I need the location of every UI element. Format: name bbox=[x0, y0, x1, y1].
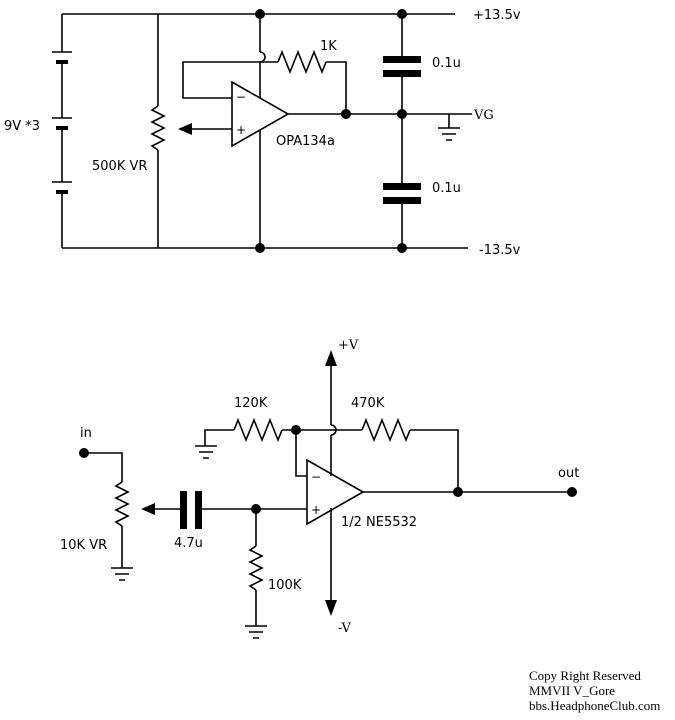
virtual-ground-circuit: − + bbox=[4, 8, 521, 258]
copyright-line-3: bbs.HeadphoneClub.com bbox=[529, 698, 661, 713]
resistor-100k-label: 100K bbox=[268, 578, 302, 593]
positive-supply-arrow-icon bbox=[325, 350, 337, 366]
battery-label: 9V *3 bbox=[4, 119, 40, 134]
opamp-ne5532: − + bbox=[295, 350, 572, 616]
resistor-120k-label: 120K bbox=[234, 396, 268, 411]
opamp-plus-sign: + bbox=[311, 503, 321, 517]
copyright-line-1: Copy Right Reserved bbox=[529, 668, 641, 683]
junction-dot bbox=[453, 487, 463, 497]
capacitor-upper bbox=[383, 14, 421, 114]
resistor-1k-label: 1K bbox=[320, 39, 337, 54]
junction-dot bbox=[397, 243, 407, 253]
positive-supply-label: +V bbox=[338, 338, 359, 353]
junction-dot bbox=[255, 243, 265, 253]
junction-dot bbox=[397, 9, 407, 19]
copyright-block: Copy Right Reserved MMVII V_Gore bbs.Hea… bbox=[529, 668, 660, 713]
battery-stack bbox=[52, 14, 72, 248]
negative-supply-label: -V bbox=[338, 621, 351, 636]
resistor-100k bbox=[245, 509, 267, 639]
negative-supply-arrow-icon bbox=[325, 600, 337, 616]
resistor-120k bbox=[195, 417, 362, 459]
capacitor-lower bbox=[383, 114, 421, 248]
wiper-arrow-icon bbox=[178, 123, 192, 135]
cap-upper-label: 0.1u bbox=[432, 56, 461, 71]
resistor-470k-label: 470K bbox=[351, 396, 385, 411]
opamp-opa134: − + bbox=[182, 14, 472, 248]
junction-dot bbox=[251, 504, 261, 514]
ground-symbol-icon bbox=[245, 625, 267, 639]
potentiometer-10k-label: 10K VR bbox=[60, 538, 107, 553]
copyright-line-2: MMVII V_Gore bbox=[529, 683, 616, 698]
negative-rail-label: -13.5v bbox=[479, 243, 521, 258]
junction-dot bbox=[341, 109, 351, 119]
junction-dot bbox=[397, 109, 407, 119]
input-label: in bbox=[80, 426, 92, 441]
opamp-ne5532-label: 1/2 NE5532 bbox=[341, 515, 417, 530]
amplifier-circuit: − + +V -V 120K 470K 100K 4.7u 10K VR in … bbox=[60, 338, 579, 639]
opamp-minus-sign: − bbox=[311, 470, 321, 484]
output-label: out bbox=[558, 466, 579, 481]
vg-label: VG bbox=[473, 108, 494, 123]
potentiometer-500k bbox=[150, 14, 232, 248]
opamp-label: OPA134a bbox=[276, 134, 335, 149]
ground-symbol-icon bbox=[111, 567, 133, 581]
junction-dot bbox=[291, 425, 301, 435]
junction-dot bbox=[255, 9, 265, 19]
output-terminal bbox=[567, 487, 577, 497]
wiper-arrow-icon bbox=[141, 503, 155, 515]
potentiometer-10k bbox=[111, 481, 180, 581]
capacitor-4-7u-label: 4.7u bbox=[174, 536, 203, 551]
ground-symbol-icon bbox=[438, 114, 460, 141]
resistor-470k bbox=[361, 417, 459, 492]
capacitor-4-7u bbox=[180, 491, 307, 529]
opamp-plus-sign: + bbox=[236, 123, 246, 137]
cap-lower-label: 0.1u bbox=[432, 181, 461, 196]
ground-symbol-icon bbox=[195, 445, 217, 459]
resistor-1k bbox=[277, 49, 327, 75]
pot-label: 500K VR bbox=[92, 159, 147, 174]
opamp-minus-sign: − bbox=[236, 90, 246, 104]
positive-rail-label: +13.5v bbox=[473, 8, 521, 23]
